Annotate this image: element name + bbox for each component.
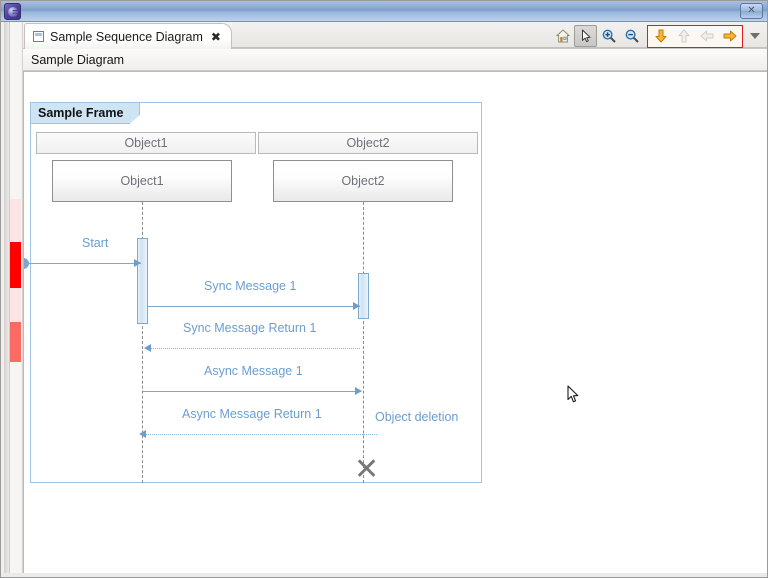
home-button[interactable] [551,25,574,47]
window-body: Sample Sequence Diagram ✖ [1,22,767,573]
activation-bar-object2[interactable] [358,273,369,319]
diagram-canvas-scroll[interactable]: Sample Frame Object1 Object2 Object1 Obj [23,71,767,573]
tab-label: Sample Sequence Diagram [50,30,203,44]
message-line-start[interactable] [24,263,141,264]
message-arrowhead-async-1 [355,387,362,395]
activation-bar-object1[interactable] [137,238,148,324]
editor-tabstrip: Sample Sequence Diagram ✖ [23,22,767,49]
arrow-down-icon [653,28,669,44]
chevron-down-icon [748,29,762,43]
message-line-sync-1[interactable] [148,306,360,307]
arrow-up-button[interactable] [672,25,695,47]
toolbar-overflow-button[interactable] [745,25,765,47]
eclipse-app-icon [4,3,21,20]
warning-marker[interactable] [10,322,21,362]
lifeline-box-label: Object2 [341,174,384,188]
message-line-async-1[interactable] [143,391,361,392]
message-label-async-1[interactable]: Async Message 1 [204,364,303,378]
home-icon [555,28,571,44]
message-label-async-return-1[interactable]: Async Message Return 1 [182,407,322,421]
page-title: Sample Diagram [31,53,124,67]
arrow-up-icon [676,28,692,44]
navigation-button-group [647,25,743,48]
arrow-right-button[interactable] [718,25,741,47]
message-arrowhead-async-return-1 [139,430,146,438]
arrow-down-button[interactable] [649,25,672,47]
lifeline-header-object2[interactable]: Object2 [258,132,478,154]
message-line-async-return-1[interactable] [143,434,363,435]
message-arrowhead-sync-1 [353,302,360,310]
arrow-left-button[interactable] [695,25,718,47]
message-line-sync-return-1[interactable] [148,348,360,349]
lifeline-object2 [363,202,364,483]
zoom-out-icon [624,28,640,44]
editor-column: Sample Sequence Diagram ✖ [23,22,767,573]
mouse-cursor [567,385,579,404]
arrow-right-icon [722,28,738,44]
lifeline-box-object1[interactable]: Object1 [52,160,232,202]
tab-close-icon[interactable]: ✖ [211,31,221,43]
error-marker[interactable] [10,242,21,288]
lifeline-box-object2[interactable]: Object2 [273,160,453,202]
tab-sample-sequence-diagram[interactable]: Sample Sequence Diagram ✖ [24,23,232,49]
object-deletion-label[interactable]: Object deletion [375,410,458,424]
lifeline-header-label: Object1 [124,136,167,150]
select-cursor-button[interactable] [574,25,597,47]
message-arrowhead-start [134,259,141,267]
zoom-out-button[interactable] [620,25,643,47]
diagram-canvas[interactable]: Sample Frame Object1 Object2 Object1 Obj [24,72,767,573]
lifeline-header-object1[interactable]: Object1 [36,132,256,154]
window-bottom-edge [1,573,767,577]
message-label-sync-return-1[interactable]: Sync Message Return 1 [183,321,316,335]
select-cursor-icon [578,28,594,44]
lifeline-stop-x[interactable]: ✕ [354,455,379,485]
diagram-file-icon [33,31,44,42]
message-label-sync-1[interactable]: Sync Message 1 [204,279,296,293]
message-arrowhead-sync-return-1 [144,344,151,352]
object-deletion-stub [363,434,377,435]
message-label-start[interactable]: Start [82,236,108,250]
lifeline-box-label: Object1 [120,174,163,188]
arrow-left-icon [699,28,715,44]
zoom-in-button[interactable] [597,25,620,47]
zoom-in-icon [601,28,617,44]
close-icon: ✕ [747,6,755,16]
diagram-toolbar [551,24,765,48]
window-titlebar: ✕ [1,1,767,22]
window-close-button[interactable]: ✕ [740,3,763,19]
lifeline-header-label: Object2 [346,136,389,150]
frame-label: Sample Frame [31,103,140,124]
overview-ruler[interactable] [1,22,23,573]
editor-header: Sample Diagram [23,49,767,71]
